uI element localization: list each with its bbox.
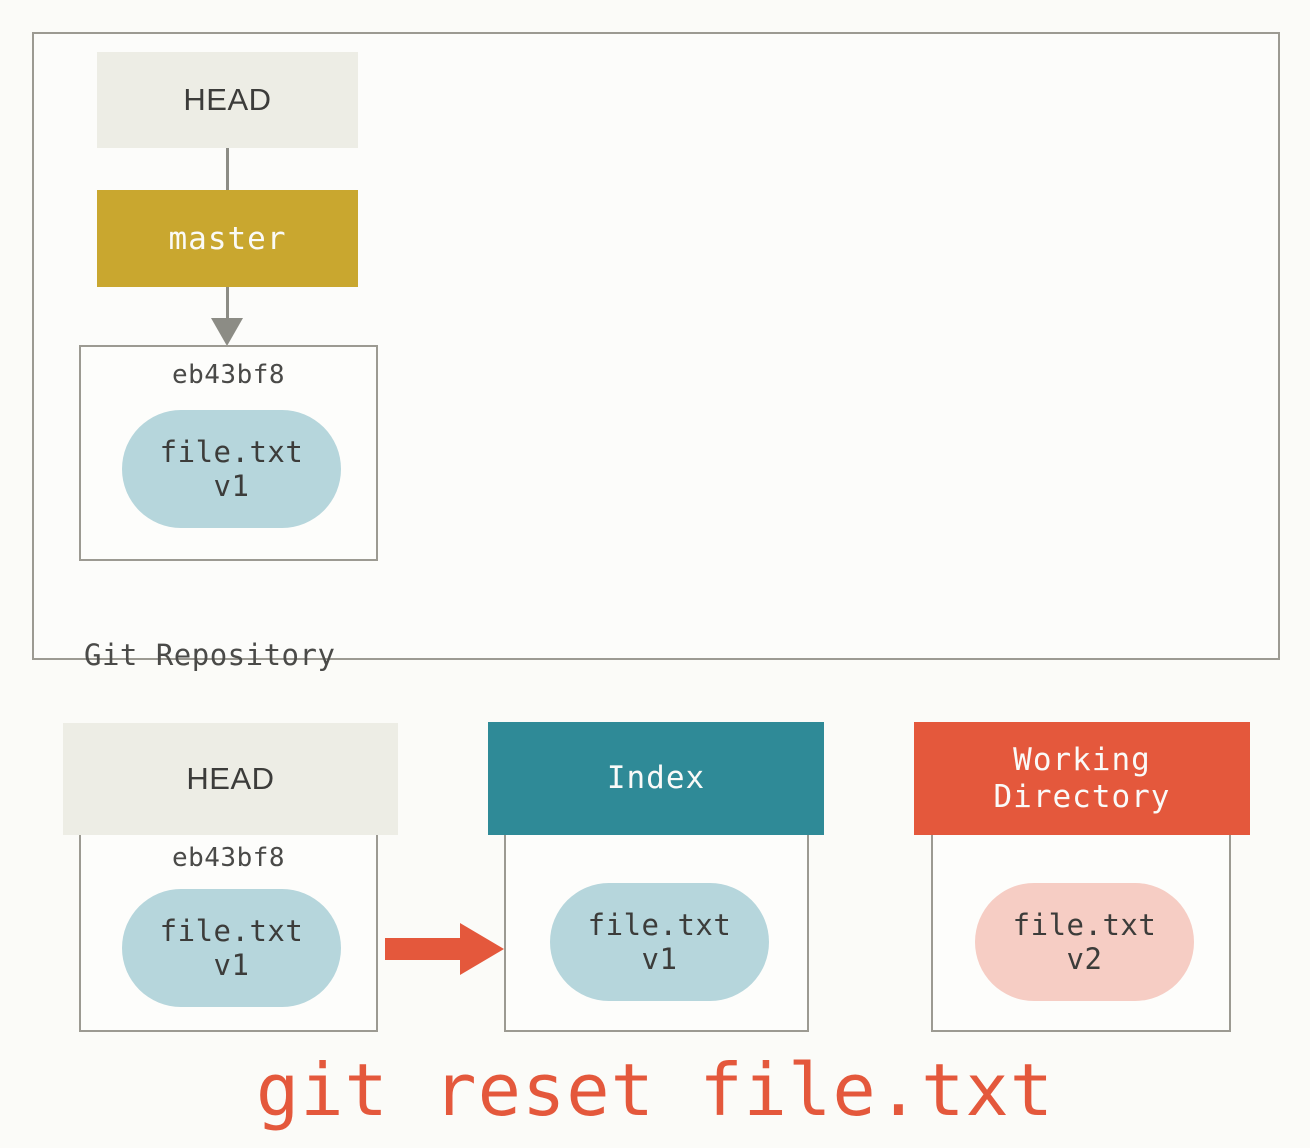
working-directory-area-body: file.txt v2 xyxy=(931,835,1231,1032)
connector-master-to-commit xyxy=(226,287,229,323)
commit-file-blob: file.txt v1 xyxy=(122,410,341,528)
index-area-file-name: file.txt xyxy=(587,907,732,942)
working-directory-area-header-label: Working Directory xyxy=(994,742,1171,815)
working-directory-header-line1: Working xyxy=(1013,741,1151,778)
working-directory-file-version: v2 xyxy=(1066,942,1103,976)
arrow-down-icon xyxy=(211,318,243,346)
index-area-body: file.txt v1 xyxy=(504,835,809,1032)
commit-file-version: v1 xyxy=(213,469,250,503)
command-caption: git reset file.txt xyxy=(255,1048,1055,1132)
head-area-file-blob: file.txt v1 xyxy=(122,889,341,1007)
head-pointer-box: HEAD xyxy=(97,52,358,148)
git-repository-label: Git Repository xyxy=(84,638,336,672)
commit-file-name: file.txt xyxy=(159,434,304,469)
index-area-header-label: Index xyxy=(606,760,706,797)
head-area-header: HEAD xyxy=(63,723,398,835)
master-branch-label: master xyxy=(168,220,287,257)
working-directory-file-name: file.txt xyxy=(1012,907,1157,942)
working-directory-area-header: Working Directory xyxy=(914,722,1250,835)
connector-head-to-master xyxy=(226,148,229,190)
working-directory-header-line2: Directory xyxy=(993,778,1171,815)
commit-hash-label: eb43bf8 xyxy=(171,360,286,390)
arrow-right-icon-head xyxy=(460,923,504,975)
index-area-file-blob: file.txt v1 xyxy=(550,883,769,1001)
head-area-file-version: v1 xyxy=(213,948,250,982)
commit-box: eb43bf8 file.txt v1 xyxy=(79,345,378,561)
head-area-body: eb43bf8 file.txt v1 xyxy=(79,835,378,1032)
working-directory-file-blob: file.txt v2 xyxy=(975,883,1194,1001)
arrow-right-icon-shaft xyxy=(385,938,471,960)
head-pointer-label: HEAD xyxy=(183,82,272,117)
head-area-hash-label: eb43bf8 xyxy=(171,843,286,873)
master-branch-box: master xyxy=(97,190,358,287)
index-area-file-version: v1 xyxy=(641,942,678,976)
head-area-header-label: HEAD xyxy=(186,760,275,796)
head-area-file-name: file.txt xyxy=(159,913,304,948)
index-area-header: Index xyxy=(488,722,824,835)
